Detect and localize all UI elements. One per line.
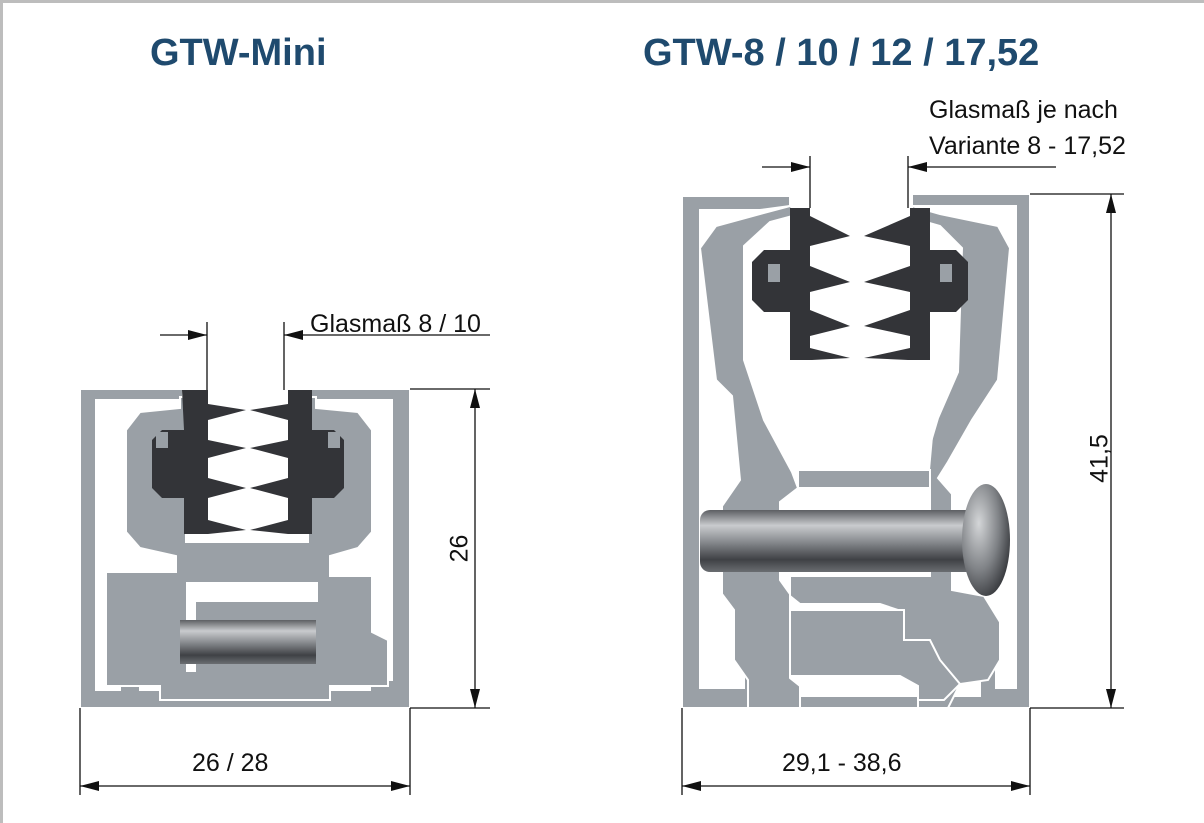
right-holder-foot <box>789 609 962 701</box>
left-gasket-right <box>250 390 344 534</box>
right-lug-left <box>768 264 780 282</box>
left-lug-right <box>328 432 340 448</box>
right-holder-bridge <box>780 358 940 470</box>
left-holder-slot <box>186 582 318 672</box>
right-profile-drawing <box>681 193 1031 709</box>
right-width-dimension-label: 29,1 - 38,6 <box>782 749 902 777</box>
left-gasket-left <box>152 390 246 534</box>
right-holder-bridge-bar <box>797 469 931 489</box>
right-gasket-left <box>752 208 850 360</box>
left-height-dimension-label: 26 <box>445 534 474 563</box>
right-roller-pin <box>700 510 976 572</box>
right-glass-dimension-label-line1: Glasmaß je nach <box>929 96 1118 124</box>
left-profile-drawing <box>79 388 411 709</box>
right-lug-right <box>940 264 952 282</box>
left-dimension-lines <box>79 322 490 795</box>
left-profile-title: GTW-Mini <box>150 32 327 74</box>
right-dimension-lines <box>681 156 1124 795</box>
left-roller <box>180 620 316 664</box>
left-width-dimension-label: 26 / 28 <box>192 749 269 777</box>
right-gasket-right <box>864 208 968 360</box>
right-holder-left-arm <box>698 204 803 709</box>
right-profile-title: GTW-8 / 10 / 12 / 17,52 <box>643 32 1040 74</box>
left-glass-dimension-label: Glasmaß 8 / 10 <box>310 310 481 338</box>
right-glass-dimension-label-line2: Variante 8 - 17,52 <box>929 132 1126 160</box>
right-roller-dome <box>962 484 1010 596</box>
left-lug-left <box>156 432 168 448</box>
right-height-dimension-label: 41,5 <box>1085 434 1114 483</box>
